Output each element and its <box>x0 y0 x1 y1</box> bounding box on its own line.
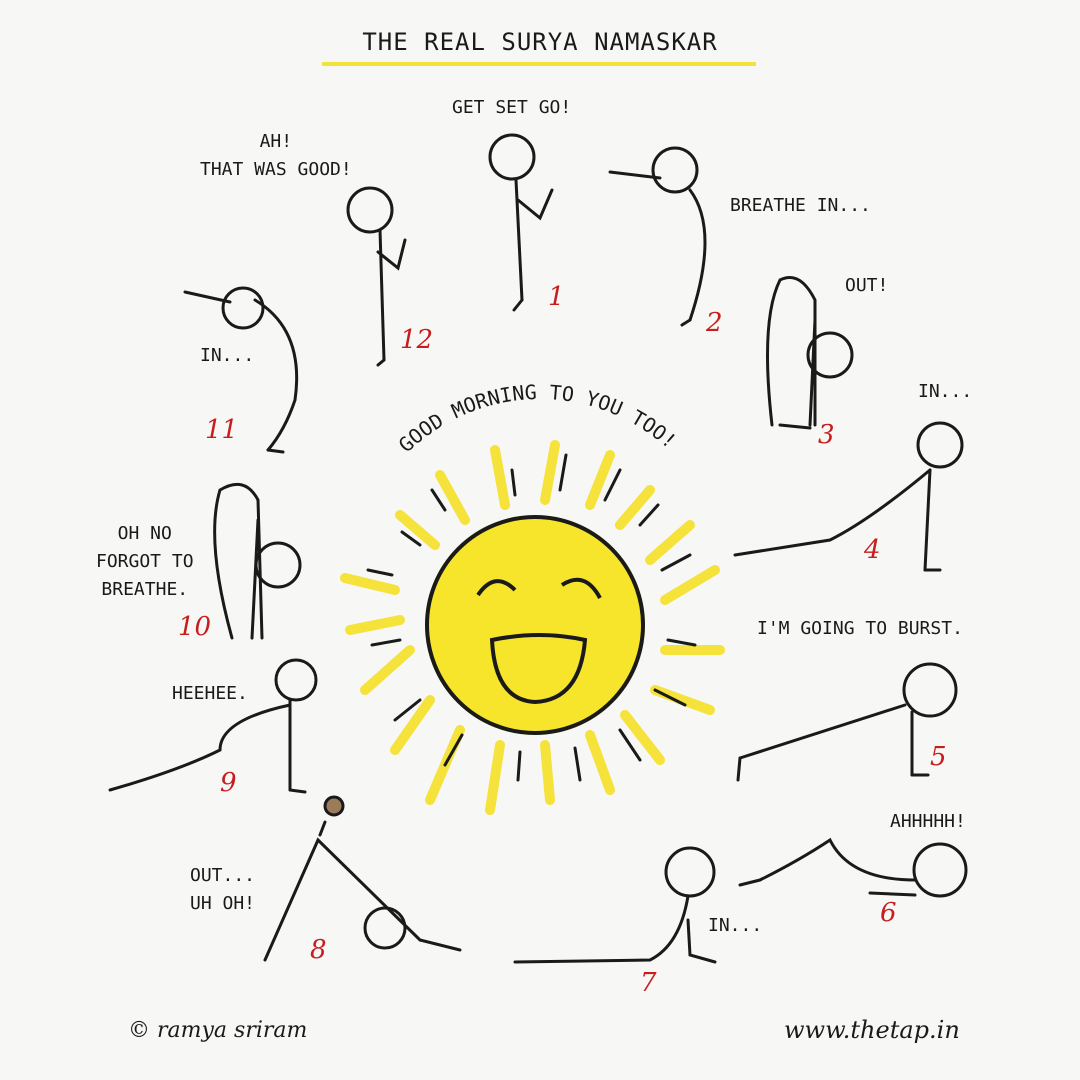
sun-ray-marks <box>366 453 697 782</box>
caption-11: IN... <box>200 345 255 366</box>
comic-title: THE REAL SURYA NAMASKAR <box>362 28 718 56</box>
figure-1 <box>488 133 554 312</box>
caption-10: OH NO FORGOT TO BREATHE. <box>96 523 194 600</box>
caption-5: I'M GOING TO BURST. <box>757 618 963 639</box>
figure-11 <box>183 286 299 454</box>
step-number-12: 12 <box>400 325 434 355</box>
caption-8: OUT... UH OH! <box>190 865 256 914</box>
caption-12: AH! THAT WAS GOOD! <box>200 131 352 180</box>
step-number-2: 2 <box>706 308 723 338</box>
author-credit: © ramya sriram <box>128 1018 308 1043</box>
caption-6: AHHHHH! <box>890 811 966 832</box>
step-number-5: 5 <box>930 742 947 772</box>
sun-eye-left <box>476 579 517 597</box>
caption-4: IN... <box>918 381 973 402</box>
step-number-10: 10 <box>178 612 212 642</box>
caption-1: GET SET GO! <box>452 97 572 118</box>
figure-8 <box>263 795 462 962</box>
sun-face <box>425 515 645 735</box>
figure-7 <box>513 846 717 964</box>
sun-eye-right <box>560 577 602 599</box>
step-number-3: 3 <box>818 420 835 450</box>
figure-9 <box>108 658 318 794</box>
step-number-6: 6 <box>880 898 897 928</box>
caption-3: OUT! <box>845 275 889 296</box>
caption-9: HEEHEE. <box>172 683 248 704</box>
figure-5 <box>736 662 958 782</box>
step-number-4: 4 <box>864 535 881 565</box>
caption-7: IN... <box>708 915 763 936</box>
center-caption: GOOD MORNING TO YOU TOO! <box>394 380 682 457</box>
step-number-8: 8 <box>310 935 327 965</box>
figure-6 <box>738 837 968 898</box>
website-link[interactable]: www.thetap.in <box>784 1016 960 1044</box>
title-underline <box>322 62 756 66</box>
figure-12 <box>346 186 407 367</box>
step-number-9: 9 <box>220 768 237 798</box>
figure-4 <box>733 421 964 572</box>
sun-mouth <box>489 633 588 705</box>
caption-2: BREATHE IN... <box>730 195 871 216</box>
sun-icon <box>340 440 725 815</box>
step-number-11: 11 <box>205 415 239 445</box>
figure-10 <box>213 482 302 640</box>
step-number-1: 1 <box>548 282 565 312</box>
step-number-7: 7 <box>640 968 657 998</box>
figure-3 <box>766 276 854 430</box>
figure-2 <box>608 146 707 327</box>
